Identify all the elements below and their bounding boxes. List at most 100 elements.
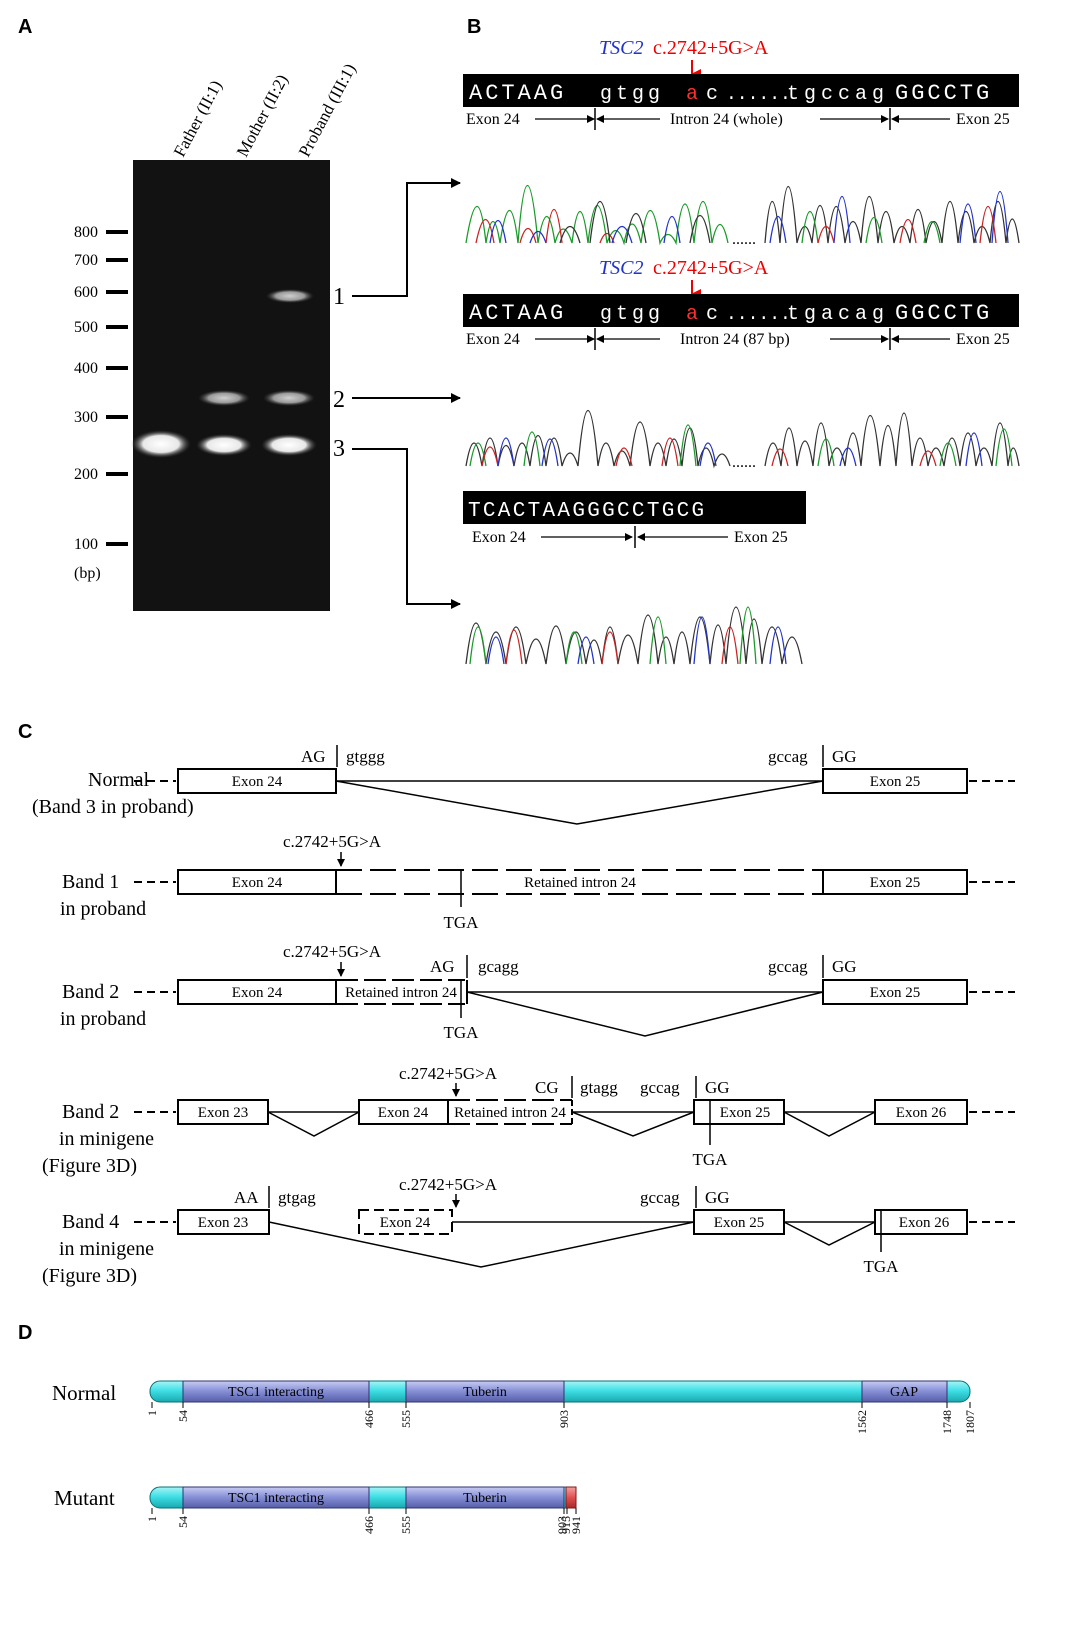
seq1-dots: ...... [726,85,791,105]
band2-exon25-label: Exon 25 [870,985,920,1001]
seq3-exon25-label: Exon 25 [734,529,788,546]
gel-band-mother-2 [198,390,250,406]
band1-exon25-label: Exon 25 [870,875,920,891]
band2-gg: GG [832,957,857,976]
panel-label-c: C [18,721,32,743]
splice-normal: Normal (Band 3 in proband) Exon 24 Exon … [32,745,1015,825]
seq1-intron-label: Intron 24 (whole) [670,111,783,128]
protein-normal-label: Normal [52,1381,116,1405]
gel-band-proband-2 [263,390,315,406]
seq2-intron-b: c [706,303,718,326]
band2-gccag: gccag [768,957,808,976]
band2-sublabel: in proband [60,1008,146,1030]
seq2-exon25: GGCCTG [895,301,992,326]
band1-sublabel: in proband [60,898,146,920]
lane-label-father: Father (II:1) [170,77,226,160]
protein-normal: Normal TSC1 interacting Tuberin GAP 1 54… [52,1380,977,1434]
gel-lane-labels: Father (II:1) Mother (II:2) Proband (III… [170,60,360,159]
mutation-gene-2: TSC2 [599,257,643,279]
seq2-intron-end: tgacag [787,303,889,326]
gel-band-mother-3 [196,434,252,456]
ladder-100: 100 [74,536,98,553]
band2m-gg: GG [705,1078,730,1097]
mutant-tick-941: 941 [569,1516,583,1534]
mutant-tick-915: 915 [559,1516,573,1534]
ladder-200: 200 [74,466,98,483]
gel-band-father-3 [131,430,191,458]
sequence-bar-3 [463,491,806,524]
band4m-label: Band 4 [62,1211,119,1233]
band1-label: Band 1 [62,871,119,893]
chromatogram-1-dots: ...... [732,231,756,248]
normal-exon25-label: Exon 25 [870,774,920,790]
protein-normal-domain-gap [861,1380,948,1403]
band2-ag: AG [430,957,455,976]
seq2-exon25-label: Exon 25 [956,331,1010,348]
normal-sublabel: (Band 3 in proband) [32,796,194,818]
splice-band1: Band 1 in proband c.2742+5G>A Exon 24 Re… [60,832,1015,932]
sequence-bar-1 [463,74,1019,107]
mutation-gene-1: TSC2 [599,37,643,59]
protein-mutant-domain-tuberin [405,1486,565,1509]
seq1-intron-a: gtgg [600,83,664,106]
band2m-exon24-label: Exon 24 [378,1105,429,1121]
protein-mutant-domain-tsc1 [182,1486,370,1509]
normal-tick-54: 54 [176,1410,190,1422]
normal-tick-555: 555 [399,1410,413,1428]
chromatogram-1: ...... [465,185,1020,248]
normal-tick-1807: 1807 [963,1410,977,1434]
band-number-2: 2 [333,387,345,413]
band4m-exon24-label: Exon 24 [380,1215,431,1231]
ladder-800: 800 [74,224,98,241]
band4m-mutation: c.2742+5G>A [399,1175,498,1194]
protein-mutant-label: Mutant [54,1486,115,1510]
band2-retained-intron: Retained intron 24 [345,985,457,1001]
arrow-band-1 [352,178,461,297]
ladder-700: 700 [74,252,98,269]
ladder-300: 300 [74,409,98,426]
panel-label-a: A [18,16,32,38]
seq3-sequence: TCACTAAGGGCCTGCG [468,500,706,523]
band4m-tga: TGA [864,1257,900,1276]
normal-tick-1748: 1748 [940,1410,954,1434]
band2m-tga: TGA [693,1150,729,1169]
seq1-exon25: GGCCTG [895,81,992,106]
normal-label: Normal [88,769,150,791]
band2m-sublabel: in minigene [59,1128,154,1150]
normal-exon24 [177,768,337,794]
band4m-figref: (Figure 3D) [42,1265,137,1287]
band2m-label: Band 2 [62,1101,119,1123]
protein-normal-domain-tsc1-label: TSC1 interacting [228,1385,324,1400]
band2-exon24 [177,979,337,1005]
band4m-sublabel: in minigene [59,1238,154,1260]
band2-exon24-label: Exon 24 [232,985,283,1001]
arrow-band-3 [352,448,461,609]
band2m-exon26 [874,1099,968,1125]
band-number-1: 1 [333,284,345,310]
normal-exon24-label: Exon 24 [232,774,283,790]
band4m-gccag: gccag [640,1188,680,1207]
splice-band2-proband: Band 2 in proband c.2742+5G>A AG gcagg E… [60,942,1015,1042]
band4m-gg: GG [705,1188,730,1207]
sequence-1: TSC2 c.2742+5G>A ACTAAG gtgg a c ...... … [463,37,1019,130]
gel-band-proband-3 [261,434,317,456]
lane-label-proband: Proband (III:1) [295,60,360,159]
band2m-figref: (Figure 3D) [42,1155,137,1177]
band2m-exon24 [358,1099,449,1125]
ladder-unit: (bp) [74,565,101,582]
mutation-name-2: c.2742+5G>A [653,257,769,279]
band4m-aa: AA [234,1188,259,1207]
mutant-tick-903: 903 [555,1516,569,1534]
normal-gg: GG [832,747,857,766]
seq1-exon24-label: Exon 24 [466,111,520,128]
seq1-intron-end: tgccag [787,83,889,106]
normal-ag: AG [301,747,326,766]
seq2-exon24: ACTAAG [469,301,566,326]
normal-tick-1562: 1562 [855,1410,869,1434]
protein-mutant-frameshift [565,1486,577,1509]
mutant-tick-466: 466 [362,1516,376,1534]
band4m-exon23-label: Exon 23 [198,1215,248,1231]
protein-normal-domain-tsc1 [182,1380,370,1403]
band4m-exon26 [874,1209,968,1235]
